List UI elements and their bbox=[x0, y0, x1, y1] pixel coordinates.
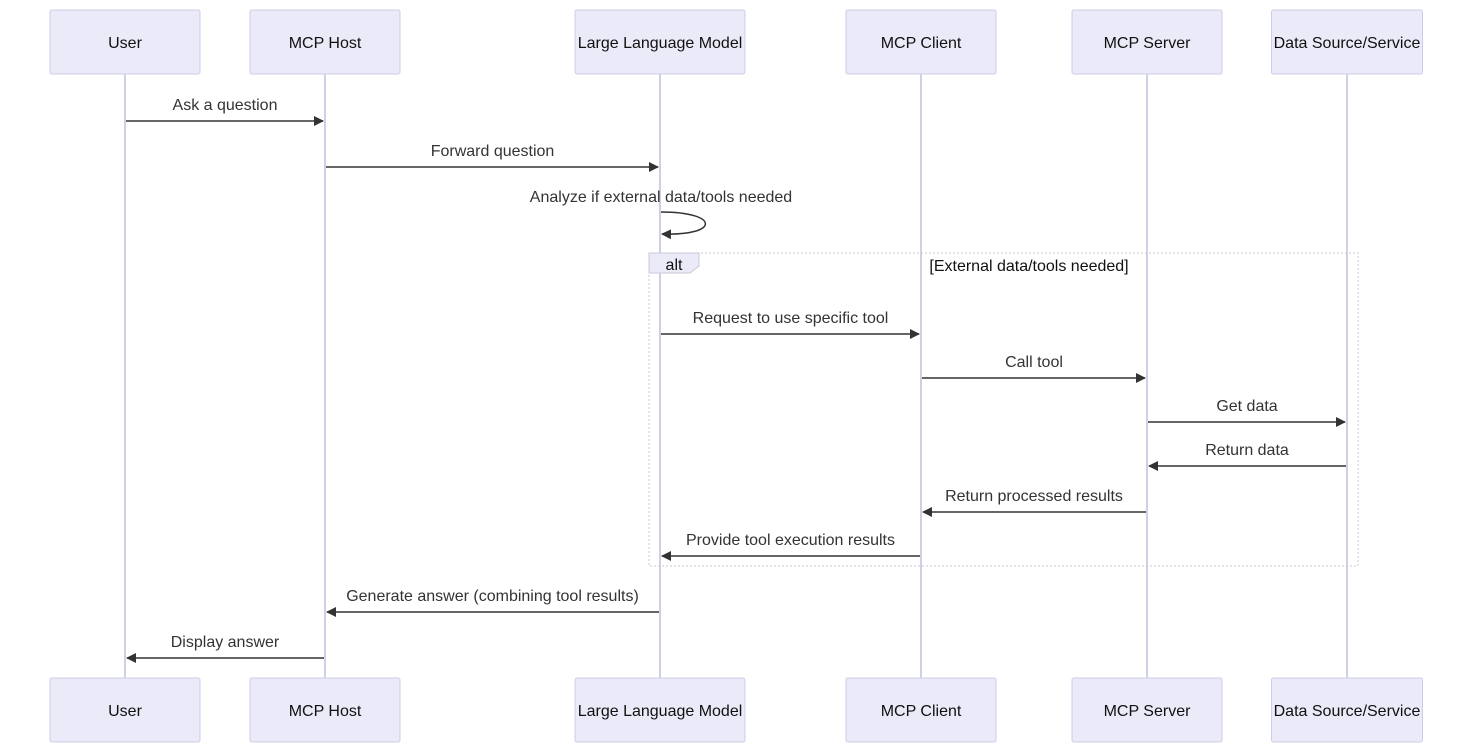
message-label: Return processed results bbox=[945, 488, 1123, 505]
alt-condition: [External data/tools needed] bbox=[929, 258, 1128, 275]
message-label: Ask a question bbox=[173, 97, 278, 114]
actor-box-bottom-mcp-host bbox=[249, 677, 401, 743]
actor-box-top-user bbox=[49, 9, 201, 75]
actor-box-bottom-mcp-client bbox=[845, 677, 997, 743]
actor-box-bottom-mcp-server bbox=[1071, 677, 1223, 743]
actor-box-top-mcp-server bbox=[1071, 9, 1223, 75]
actor-label-top-large-language-model: Large Language Model bbox=[578, 35, 743, 52]
actor-label-bottom-large-language-model: Large Language Model bbox=[578, 703, 743, 720]
actor-box-top-data-source-service bbox=[1271, 9, 1423, 75]
alt-block: alt [External data/tools needed] bbox=[648, 252, 1359, 567]
message-label: Get data bbox=[1216, 398, 1277, 415]
actor-box-bottom-data-source-service bbox=[1271, 677, 1423, 743]
self-message-arrow bbox=[660, 211, 707, 240]
message-label: Return data bbox=[1205, 442, 1289, 459]
actor-box-top-mcp-host bbox=[249, 9, 401, 75]
actor-label-top-mcp-client: MCP Client bbox=[881, 35, 962, 52]
actor-label-top-data-source-service: Data Source/Service bbox=[1274, 35, 1421, 52]
message-label: Provide tool execution results bbox=[686, 532, 895, 549]
actor-box-bottom-large-language-model bbox=[574, 677, 746, 743]
alt-tag bbox=[648, 252, 700, 274]
actor-label-bottom-data-source-service: Data Source/Service bbox=[1274, 703, 1421, 720]
actor-label-top-mcp-server: MCP Server bbox=[1104, 35, 1192, 52]
message-label: Call tool bbox=[1005, 354, 1063, 371]
actor-label-top-user: User bbox=[108, 35, 142, 52]
actor-label-bottom-mcp-server: MCP Server bbox=[1104, 703, 1192, 720]
message-label: Analyze if external data/tools needed bbox=[530, 189, 792, 206]
alt-label: alt bbox=[666, 257, 683, 274]
lifelines-layer bbox=[124, 74, 1348, 678]
actor-label-bottom-user: User bbox=[108, 703, 142, 720]
actor-label-top-mcp-host: MCP Host bbox=[289, 35, 362, 52]
alt-frame bbox=[648, 252, 1359, 567]
actor-label-bottom-mcp-client: MCP Client bbox=[881, 703, 962, 720]
actor-box-bottom-user bbox=[49, 677, 201, 743]
actor-label-bottom-mcp-host: MCP Host bbox=[289, 703, 362, 720]
actor-box-top-mcp-client bbox=[845, 9, 997, 75]
actor-box-top-large-language-model bbox=[574, 9, 746, 75]
message-label: Forward question bbox=[431, 143, 555, 160]
message-label: Generate answer (combining tool results) bbox=[346, 588, 639, 605]
message-label: Display answer bbox=[171, 634, 280, 651]
message-label: Request to use specific tool bbox=[693, 310, 889, 327]
